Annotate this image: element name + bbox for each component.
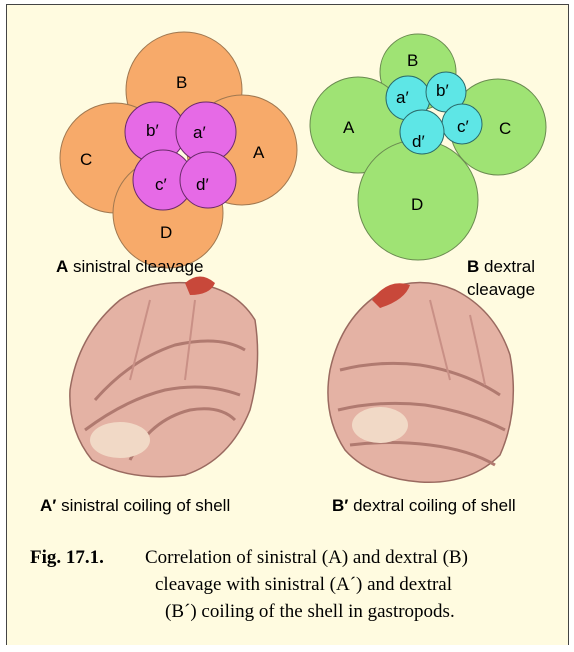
label-dextral-coiling: B′ dextral coiling of shell (332, 496, 516, 516)
dextral-label-C: C (499, 119, 511, 138)
dextral-label-a: a′ (396, 88, 409, 107)
label-A-letter: A (56, 257, 68, 276)
label-B-letter: B (467, 257, 479, 276)
sinistral-label-c: c′ (155, 175, 167, 194)
label-B-prime-text: dextral coiling of shell (353, 496, 516, 515)
label-sinistral-cleavage: A sinistral cleavage (56, 257, 203, 277)
sinistral-shell-illustration (70, 277, 258, 477)
label-B-prime-letter: B′ (332, 496, 348, 515)
dextral-label-d: d′ (412, 132, 425, 151)
caption-number: Fig. 17.1. (30, 544, 104, 571)
dextral-cleavage-diagram: B A C D a′ b′ c′ d′ (310, 34, 546, 260)
label-dextral-cleavage: B dextral (467, 257, 535, 277)
sinistral-label-C: C (80, 150, 92, 169)
dextral-label-c: c′ (457, 117, 469, 136)
label-A-prime-letter: A′ (40, 496, 56, 515)
label-A-text: sinistral cleavage (73, 257, 203, 276)
caption-line-3: (B´) coiling of the shell in gastropods. (165, 598, 455, 625)
dextral-label-A: A (343, 118, 355, 137)
caption-line-1: Correlation of sinistral (A) and dextral… (145, 544, 468, 571)
dextral-label-b: b′ (436, 81, 449, 100)
dextral-label-B: B (407, 51, 418, 70)
sinistral-label-B: B (176, 73, 187, 92)
sinistral-label-A: A (253, 143, 265, 162)
label-B-text-1: dextral (484, 257, 535, 276)
label-A-prime-text: sinistral coiling of shell (61, 496, 230, 515)
sinistral-label-a: a′ (193, 123, 206, 142)
dextral-label-D: D (411, 195, 423, 214)
dextral-shell-illustration (328, 283, 513, 483)
caption-line-2: cleavage with sinistral (A´) and dextral (155, 571, 452, 598)
sinistral-label-D: D (160, 223, 172, 242)
sinistral-label-b: b′ (146, 121, 159, 140)
label-dextral-cleavage-line2: cleavage (467, 280, 535, 300)
label-sinistral-coiling: A′ sinistral coiling of shell (40, 496, 230, 516)
sinistral-cleavage-diagram: B C A D b′ a′ c′ d′ (60, 32, 297, 268)
sinistral-label-d: d′ (196, 175, 209, 194)
